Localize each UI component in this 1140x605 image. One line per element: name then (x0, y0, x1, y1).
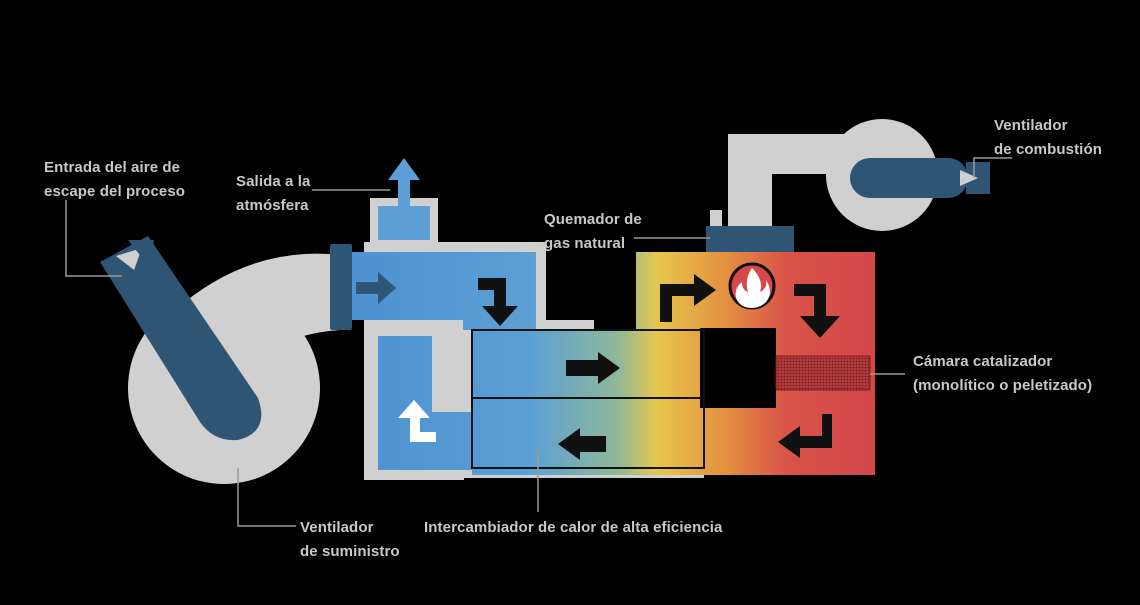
label-catalyst-2: (monolítico o peletizado) (913, 377, 1092, 394)
catalyst-bed (775, 355, 871, 391)
arrow-left (558, 428, 606, 460)
text-labels: Entrada del aire de escape del proceso S… (44, 117, 1102, 560)
arrow-corner-down-1 (478, 278, 518, 326)
arrow-corner-left (778, 414, 832, 458)
label-outlet-2: atmósfera (236, 197, 309, 214)
label-exhaust-inlet-1: Entrada del aire de (44, 159, 180, 176)
arrow-right-2 (566, 352, 620, 384)
combustion-inlet-pipe (850, 158, 990, 198)
label-exhaust-inlet-2: escape del proceso (44, 183, 185, 200)
label-outlet-1: Salida a la (236, 173, 311, 190)
leader-lines (65, 157, 1012, 527)
gas-burner (706, 226, 794, 252)
label-supply-fan-1: Ventilador (300, 519, 374, 536)
arrow-right-1 (356, 272, 396, 304)
arrow-corner-right (660, 274, 716, 322)
outlet-stack (378, 158, 430, 240)
arrow-corner-up (398, 400, 436, 442)
label-burner-1: Quemador de (544, 211, 642, 228)
label-burner-2: gas natural (544, 235, 625, 252)
supply-flange (330, 244, 352, 330)
label-combustion-fan-1: Ventilador (994, 117, 1068, 134)
label-combustion-fan-2: de combustión (994, 141, 1102, 158)
flow-arrows (356, 272, 840, 460)
bypass-block (700, 328, 776, 408)
exhaust-inlet-pipe (100, 236, 262, 441)
label-catalyst-1: Cámara catalizador (913, 353, 1052, 370)
label-supply-fan-2: de suministro (300, 543, 400, 560)
arrow-corner-down-2 (794, 284, 840, 338)
flame-icon (728, 262, 776, 310)
label-heat-exchanger: Intercambiador de calor de alta eficienc… (424, 519, 723, 536)
